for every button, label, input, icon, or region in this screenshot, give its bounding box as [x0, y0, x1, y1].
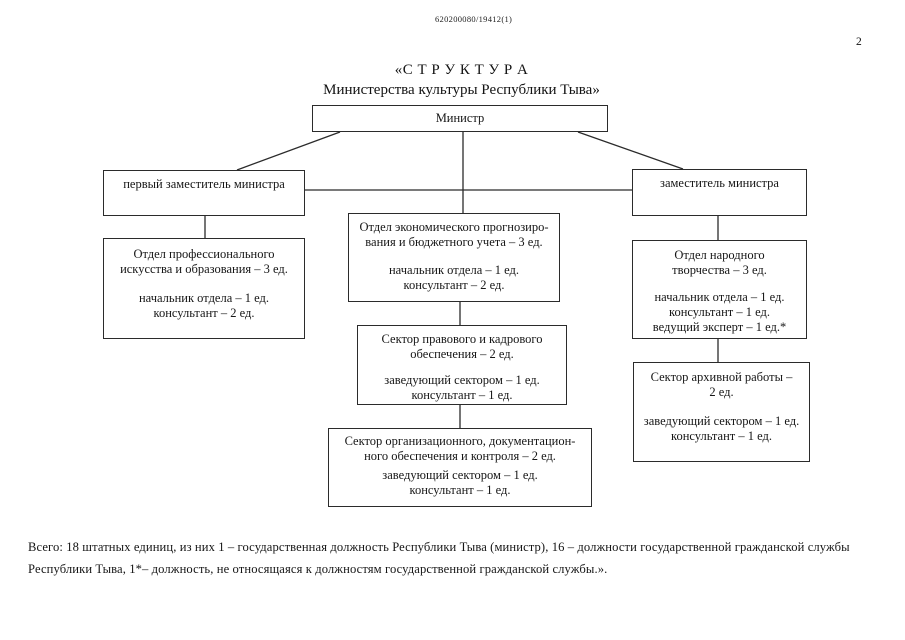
node-staff: начальник отдела – 1 ед. консультант – 2… [349, 263, 559, 293]
node-dept-economic: Отдел экономического прогнозиро- вания и… [348, 213, 560, 302]
node-sector-archive: Сектор архивной работы – 2 ед. заведующи… [633, 362, 810, 462]
node-staff: заведующий сектором – 1 ед. консультант … [634, 414, 809, 444]
node-staff: заведующий сектором – 1 ед. консультант … [358, 373, 566, 403]
node-title-line: Отдел экономического прогнозиро- [359, 220, 549, 234]
node-title-line: Сектор организационного, документацион- [344, 434, 576, 448]
node-staff-line: заведующий сектором – 1 ед. [643, 414, 800, 428]
node-title-line: Сектор архивной работы – [650, 370, 793, 384]
node-staff-line: начальник отдела – 1 ед. [654, 290, 785, 304]
node-first-deputy-minister: первый заместитель министра [103, 170, 305, 216]
node-title-line: искусства и образования – 3 ед. [120, 262, 288, 276]
node-staff-line: консультант – 1 ед. [409, 483, 511, 497]
node-dept-folk-art: Отдел народного творчества – 3 ед. начал… [632, 240, 807, 339]
node-title: Отдел профессионального искусства и обра… [104, 247, 304, 277]
connector-minister-deputy [577, 131, 684, 170]
title-line-2: Министерства культуры Республики Тыва» [323, 82, 600, 98]
node-title: Сектор архивной работы – 2 ед. [634, 370, 809, 400]
node-staff-line: заведующий сектором – 1 ед. [382, 468, 538, 482]
node-staff: начальник отдела – 1 ед. консультант – 1… [633, 290, 806, 335]
node-staff-line: консультант – 1 ед. [411, 388, 513, 402]
node-title-line: творчества – 3 ед. [672, 263, 767, 277]
total-staff-note: Всего: 18 штатных единиц, из них 1 – гос… [28, 537, 850, 580]
node-title-line: Сектор правового и кадрового [381, 332, 543, 346]
node-title-line: обеспечения – 2 ед. [410, 347, 514, 361]
node-title-line: Отдел профессионального [133, 247, 275, 261]
node-title: Отдел экономического прогнозиро- вания и… [349, 220, 559, 250]
node-title: Отдел народного творчества – 3 ед. [633, 248, 806, 278]
node-sector-organizational: Сектор организационного, документацион- … [328, 428, 592, 507]
node-staff-line: ведущий эксперт – 1 ед.* [652, 320, 787, 334]
node-staff-line: консультант – 1 ед. [671, 429, 772, 443]
node-minister-label: Министр [435, 111, 485, 125]
page-number: 2 [856, 36, 862, 48]
node-minister: Министр [312, 105, 608, 132]
node-title: Сектор организационного, документацион- … [329, 434, 591, 464]
node-staff-line: заведующий сектором – 1 ед. [384, 373, 540, 387]
node-staff: начальник отдела – 1 ед. консультант – 2… [104, 291, 304, 321]
node-staff-line: консультант – 1 ед. [669, 305, 770, 319]
document-number: 620200080/19412(1) [435, 14, 513, 24]
total-staff-note-line-1: Всего: 18 штатных единиц, из них 1 – гос… [28, 540, 850, 554]
node-staff-line: начальник отдела – 1 ед. [138, 291, 270, 305]
node-first-deputy-label: первый заместитель министра [123, 177, 285, 191]
node-title: Сектор правового и кадрового обеспечения… [358, 332, 566, 362]
node-title-line: 2 ед. [709, 385, 734, 399]
node-staff: заведующий сектором – 1 ед. консультант … [329, 468, 591, 498]
node-sector-legal: Сектор правового и кадрового обеспечения… [357, 325, 567, 405]
node-title-line: Отдел народного [674, 248, 765, 262]
title-line-1: «С Т Р У К Т У Р А [394, 62, 529, 78]
node-dept-professional-art: Отдел профессионального искусства и обра… [103, 238, 305, 339]
node-staff-line: начальник отдела – 1 ед. [388, 263, 520, 277]
node-deputy-minister: заместитель министра [632, 169, 807, 216]
connector-minister-first-deputy [236, 131, 341, 171]
node-staff-line: консультант – 2 ед. [403, 278, 505, 292]
node-deputy-label: заместитель министра [660, 176, 779, 190]
document-title: «С Т Р У К Т У Р А Министерства культуры… [18, 62, 905, 99]
node-title-line: вания и бюджетного учета – 3 ед. [365, 235, 543, 249]
total-staff-note-line-2: Республики Тыва, 1*– должность, не относ… [28, 561, 608, 576]
node-staff-line: консультант – 2 ед. [153, 306, 255, 320]
node-title-line: ного обеспечения и контроля – 2 ед. [364, 449, 556, 463]
